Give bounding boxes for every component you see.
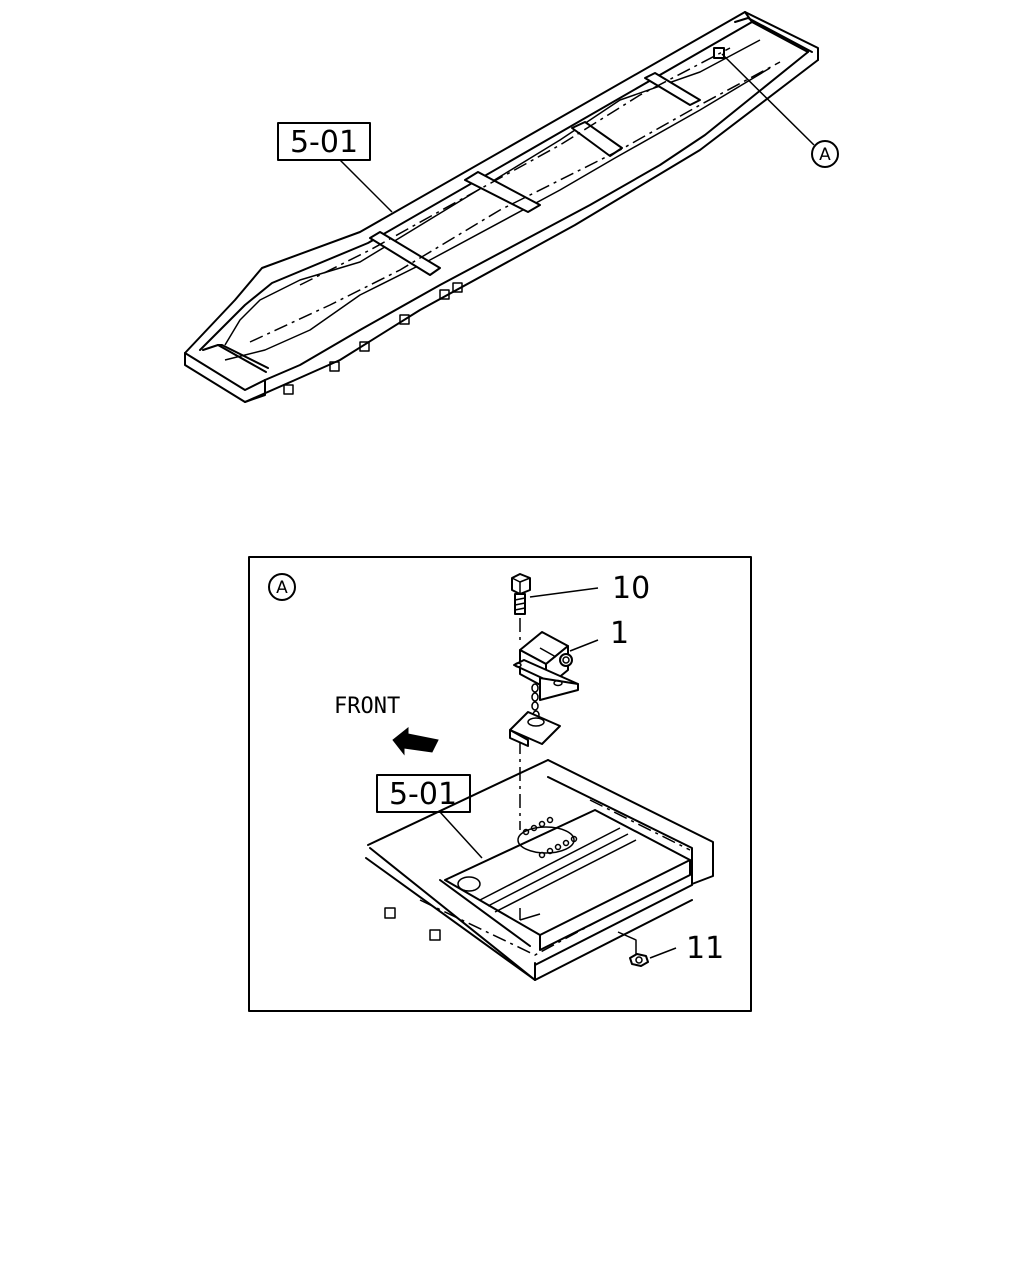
front-label: FRONT: [334, 694, 400, 719]
detail-callout-label: A: [276, 578, 288, 598]
overview-reference-label: 5-01: [290, 125, 358, 160]
detail-callout-circle: [268, 573, 296, 601]
part-number-10: 10: [612, 571, 650, 606]
chassis-frame-overview: [184, 11, 819, 403]
part-number-1: 1: [610, 616, 629, 651]
detail-view-a: A 10: [248, 556, 752, 1012]
detail-frame: [248, 556, 752, 1012]
overview-callout-a: A: [721, 53, 839, 168]
bolt-part-10: 10: [511, 571, 650, 615]
nut-part-11: 11: [617, 931, 724, 967]
overview-callout-label: A: [819, 145, 831, 165]
detail-reference-box: 5-01: [376, 774, 483, 859]
front-direction-indicator: FRONT: [334, 694, 439, 756]
part-number-11: 11: [686, 931, 724, 966]
front-arrow-icon: [392, 726, 439, 756]
frame-section-detail: [365, 759, 714, 981]
switch-part-1: 1: [509, 616, 629, 747]
detail-reference-label: 5-01: [389, 777, 457, 812]
overview-reference-box: 5-01: [277, 122, 393, 213]
